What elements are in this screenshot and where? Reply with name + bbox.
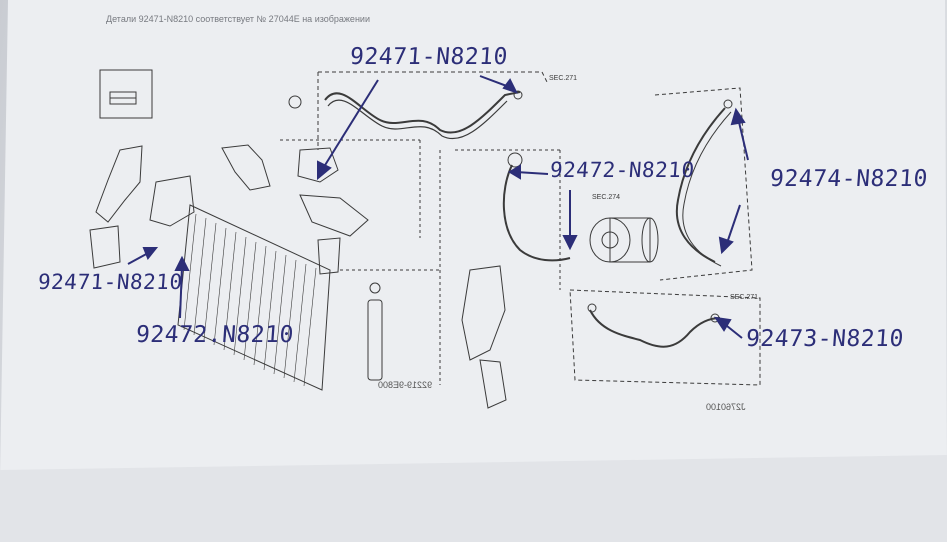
bracket-part bbox=[221, 144, 271, 191]
paper-sheet bbox=[0, 0, 947, 520]
handwritten-arrows bbox=[127, 75, 749, 339]
hose-center bbox=[502, 164, 571, 262]
fan-shroud bbox=[461, 265, 506, 361]
annotation-top-center: 92471-N8210 bbox=[349, 44, 509, 70]
annotation-right-upper: 92474-N8210 bbox=[769, 166, 929, 192]
section-label-2: SEC.274 bbox=[592, 194, 621, 201]
arrow-left-lower bbox=[179, 265, 183, 319]
figure-id-mirrored: J2760100 bbox=[706, 402, 746, 412]
part-code-mirrored: 92219-9E800 bbox=[378, 380, 433, 390]
annotation-center-right: 92472-N8210 bbox=[549, 158, 696, 182]
section-label-1: SEC.271 bbox=[549, 75, 578, 82]
line-art bbox=[89, 69, 761, 409]
hose-lower bbox=[589, 309, 721, 348]
annotation-right-lower: 92473-N8210 bbox=[745, 326, 905, 352]
arrow-right-upper bbox=[737, 117, 749, 161]
hose-right bbox=[675, 107, 726, 263]
arrow-top-center bbox=[321, 79, 379, 171]
annotation-left: 92471-N8210 bbox=[37, 270, 184, 294]
frame-dashed-top bbox=[318, 71, 549, 85]
frame-right-lower bbox=[569, 289, 761, 386]
receiver-drier bbox=[367, 299, 383, 381]
section-label-3: SEC.271 bbox=[730, 294, 759, 301]
duct-part bbox=[299, 194, 369, 237]
hose-top bbox=[324, 91, 521, 134]
page-caption: Детали 92471-N8210 соответствует № 27044… bbox=[106, 14, 370, 24]
clip-part bbox=[288, 95, 302, 109]
frame-right-upper bbox=[654, 87, 753, 281]
left-bracket bbox=[95, 145, 143, 223]
annotation-left-lower: 92472.N8210 bbox=[135, 322, 295, 348]
legend-box bbox=[99, 69, 153, 119]
paper-edge bbox=[0, 455, 947, 542]
arrow-center-right bbox=[515, 171, 549, 175]
compressor bbox=[589, 217, 659, 263]
